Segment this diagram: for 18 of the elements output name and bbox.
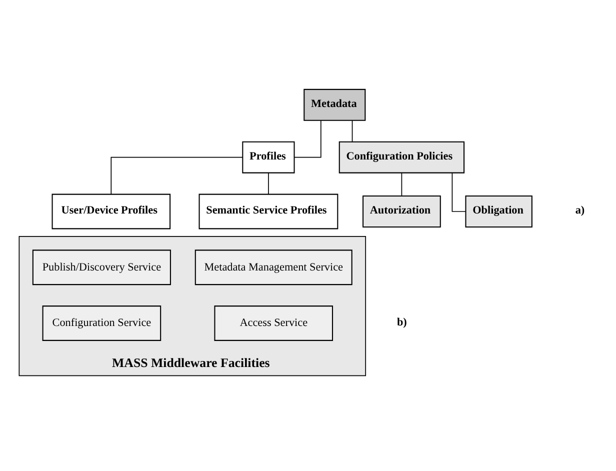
connector: [352, 120, 353, 142]
node-box: Configuration Service: [42, 305, 162, 340]
node-box: Obligation: [465, 195, 532, 227]
node-box: Autorization: [362, 195, 441, 227]
node-box: Semantic Service Profiles: [198, 193, 338, 229]
label: a): [575, 204, 585, 216]
label: b): [396, 316, 407, 328]
connector: [268, 172, 269, 194]
connector: [110, 156, 243, 194]
connector: [294, 120, 322, 158]
node-box: Publish/Discovery Service: [32, 249, 171, 285]
node-box: Metadata Management Service: [194, 249, 352, 285]
node-box: User/Device Profiles: [52, 193, 171, 229]
node-box: Access Service: [214, 305, 334, 340]
node-box: Metadata: [304, 88, 366, 120]
node-box: Configuration Policies: [338, 140, 465, 173]
node-box: Profiles: [242, 140, 295, 173]
connector: [401, 172, 402, 196]
